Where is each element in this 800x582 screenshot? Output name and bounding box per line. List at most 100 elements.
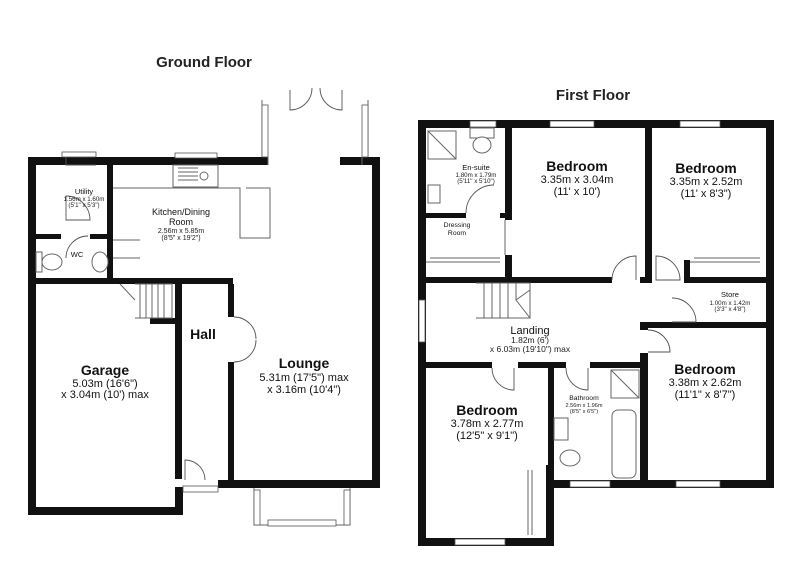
bedroom1-dim-metric: 3.35m x 3.04m — [541, 174, 614, 186]
sink-bowl-icon — [199, 171, 209, 181]
landing-dim-line2: x 6.03m (19'10") max — [490, 344, 571, 354]
landing-dim-line1: 1.82m (6') — [511, 335, 549, 345]
bathroom-basin-icon — [553, 417, 569, 441]
kitchen-name-line2: Room — [169, 217, 193, 227]
utility-name: Utility — [75, 187, 94, 196]
dressing-wardrobe — [426, 257, 500, 263]
first-floor-title: First Floor — [556, 87, 630, 104]
ensuite-toilet-icon — [472, 136, 492, 154]
hall-stair-wall — [150, 318, 180, 324]
bedroom3-bathroom-wall — [548, 362, 554, 465]
kitchen-bay-sides — [261, 100, 369, 157]
store-name: Store — [721, 290, 739, 299]
bathroom-dim-imperial: (8'5" x 6'5") — [570, 409, 598, 415]
front-door-step — [182, 485, 219, 493]
first-right-wall — [766, 120, 774, 488]
wc-cistern-icon — [35, 251, 43, 273]
bedroom1-bedroom2-wall — [645, 128, 652, 280]
bedroom2-store-side — [684, 260, 690, 283]
landing-bedroom4-corner — [640, 322, 648, 330]
ensuite-dressing-wall-b — [500, 213, 506, 218]
store-door — [671, 297, 697, 323]
bedroom4-window — [675, 480, 721, 488]
bedroom2-store-wall — [684, 277, 766, 283]
landing-bedroom3-wall-a — [426, 362, 492, 368]
lounge-bay-window-left — [253, 489, 261, 526]
kitchen-utility-partition — [107, 165, 113, 280]
landing-bathroom-wall-b — [590, 362, 640, 368]
bedrooms-landing-wall-mid — [640, 277, 652, 283]
kitchen-window — [174, 152, 218, 159]
bathroom-dim-metric: 2.56m x 1.96m — [566, 403, 603, 409]
wc-basin-icon — [91, 251, 109, 273]
ground-hall-left-step — [175, 487, 183, 515]
ground-right-wall — [372, 157, 380, 487]
kitchen-bay-joins — [267, 157, 363, 165]
store-dim-metric: 1.00m x 1.42m — [710, 300, 751, 307]
lounge-dim-line1: 5.31m (17'5") max — [259, 372, 349, 384]
first-bottom-wall-right — [546, 480, 774, 488]
wc-name: WC — [71, 250, 84, 259]
bedroom2-wardrobe — [690, 257, 760, 263]
bedroom3-dim-metric: 3.78m x 2.77m — [451, 418, 524, 430]
bathroom-name: Bathroom — [569, 395, 599, 402]
bedroom3-window — [454, 538, 506, 546]
hall-name: Hall — [190, 326, 216, 342]
ensuite-dim-imperial: (5'11" x 5'10") — [457, 178, 495, 185]
wc-toilet-icon — [41, 253, 63, 271]
bathroom-toilet-icon — [559, 449, 581, 467]
kitchen-side-units — [113, 239, 140, 259]
bathroom-door — [565, 367, 589, 391]
first-top-wall — [418, 120, 774, 128]
first-bottom-step — [546, 465, 554, 546]
bedroom3-dim-imperial: (12'5" x 9'1") — [456, 430, 518, 442]
ground-top-wall-right — [340, 157, 380, 165]
kitchen-bay-window-right — [361, 104, 369, 158]
ground-left-wall — [28, 157, 36, 515]
bathroom-window — [569, 480, 611, 488]
drainer-icon — [178, 167, 198, 181]
bath-shower-diag — [610, 369, 640, 399]
landing-window — [418, 299, 426, 343]
ensuite-bedroom1-wall-a — [505, 128, 512, 220]
ensuite-dressing-wall-a — [426, 213, 466, 218]
bedroom3-name: Bedroom — [456, 402, 517, 418]
utility-wc-partition-a — [36, 234, 61, 239]
garage-dim-line2: x 3.04m (10') max — [61, 389, 149, 401]
ground-floor-title: Ground Floor — [156, 54, 252, 71]
bedroom4-dim-imperial: (11'1" x 8'7") — [675, 389, 736, 401]
ensuite-name: En-suite — [462, 163, 490, 172]
lounge-bay-window-front — [267, 519, 337, 527]
utility-inner-door — [65, 195, 91, 221]
bedroom2-window — [679, 120, 721, 128]
dressing-name-line2: Room — [448, 230, 466, 237]
bedroom2-dim-imperial: (11' x 8'3") — [681, 188, 732, 200]
garage-dim-line1: 5.03m (16'6") — [72, 378, 137, 390]
french-doors — [289, 87, 343, 111]
shower-tray-diag — [427, 130, 457, 160]
lounge-name: Lounge — [279, 355, 330, 371]
utility-dim-metric: 1.56m x 1.60m — [64, 196, 105, 203]
garage-hall-partition — [175, 284, 182, 479]
landing-bedroom4-top — [648, 322, 698, 328]
bedroom3-wardrobe — [527, 470, 533, 535]
utility-door-frame — [65, 157, 96, 166]
hall-lounge-partition-top — [228, 284, 234, 317]
ensuite-window — [469, 120, 497, 128]
utility-dim-imperial: (5'1" x 5'3") — [68, 202, 99, 209]
ensuite-basin-icon — [427, 184, 441, 204]
ground-bottom-wall-lounge — [218, 480, 380, 488]
garage-name: Garage — [81, 362, 129, 378]
store-dim-imperial: (3'3" x 4'8") — [714, 306, 745, 313]
first-stairs-icon — [476, 282, 531, 319]
bedroom3-door — [491, 367, 515, 391]
bedroom2-door — [655, 255, 681, 281]
bedroom1-dim-imperial: (11' x 10') — [554, 186, 601, 198]
lounge-dim-line2: x 3.16m (10'4") — [267, 384, 341, 396]
ground-stairs-icon — [119, 283, 173, 319]
ensuite-dim-metric: 1.80m x 1.79m — [456, 172, 497, 179]
lounge-double-door — [233, 316, 257, 363]
landing-name: Landing — [510, 325, 549, 337]
bedroom2-name: Bedroom — [675, 160, 736, 176]
kitchen-name-line1: Kitchen/Dining — [152, 207, 210, 217]
